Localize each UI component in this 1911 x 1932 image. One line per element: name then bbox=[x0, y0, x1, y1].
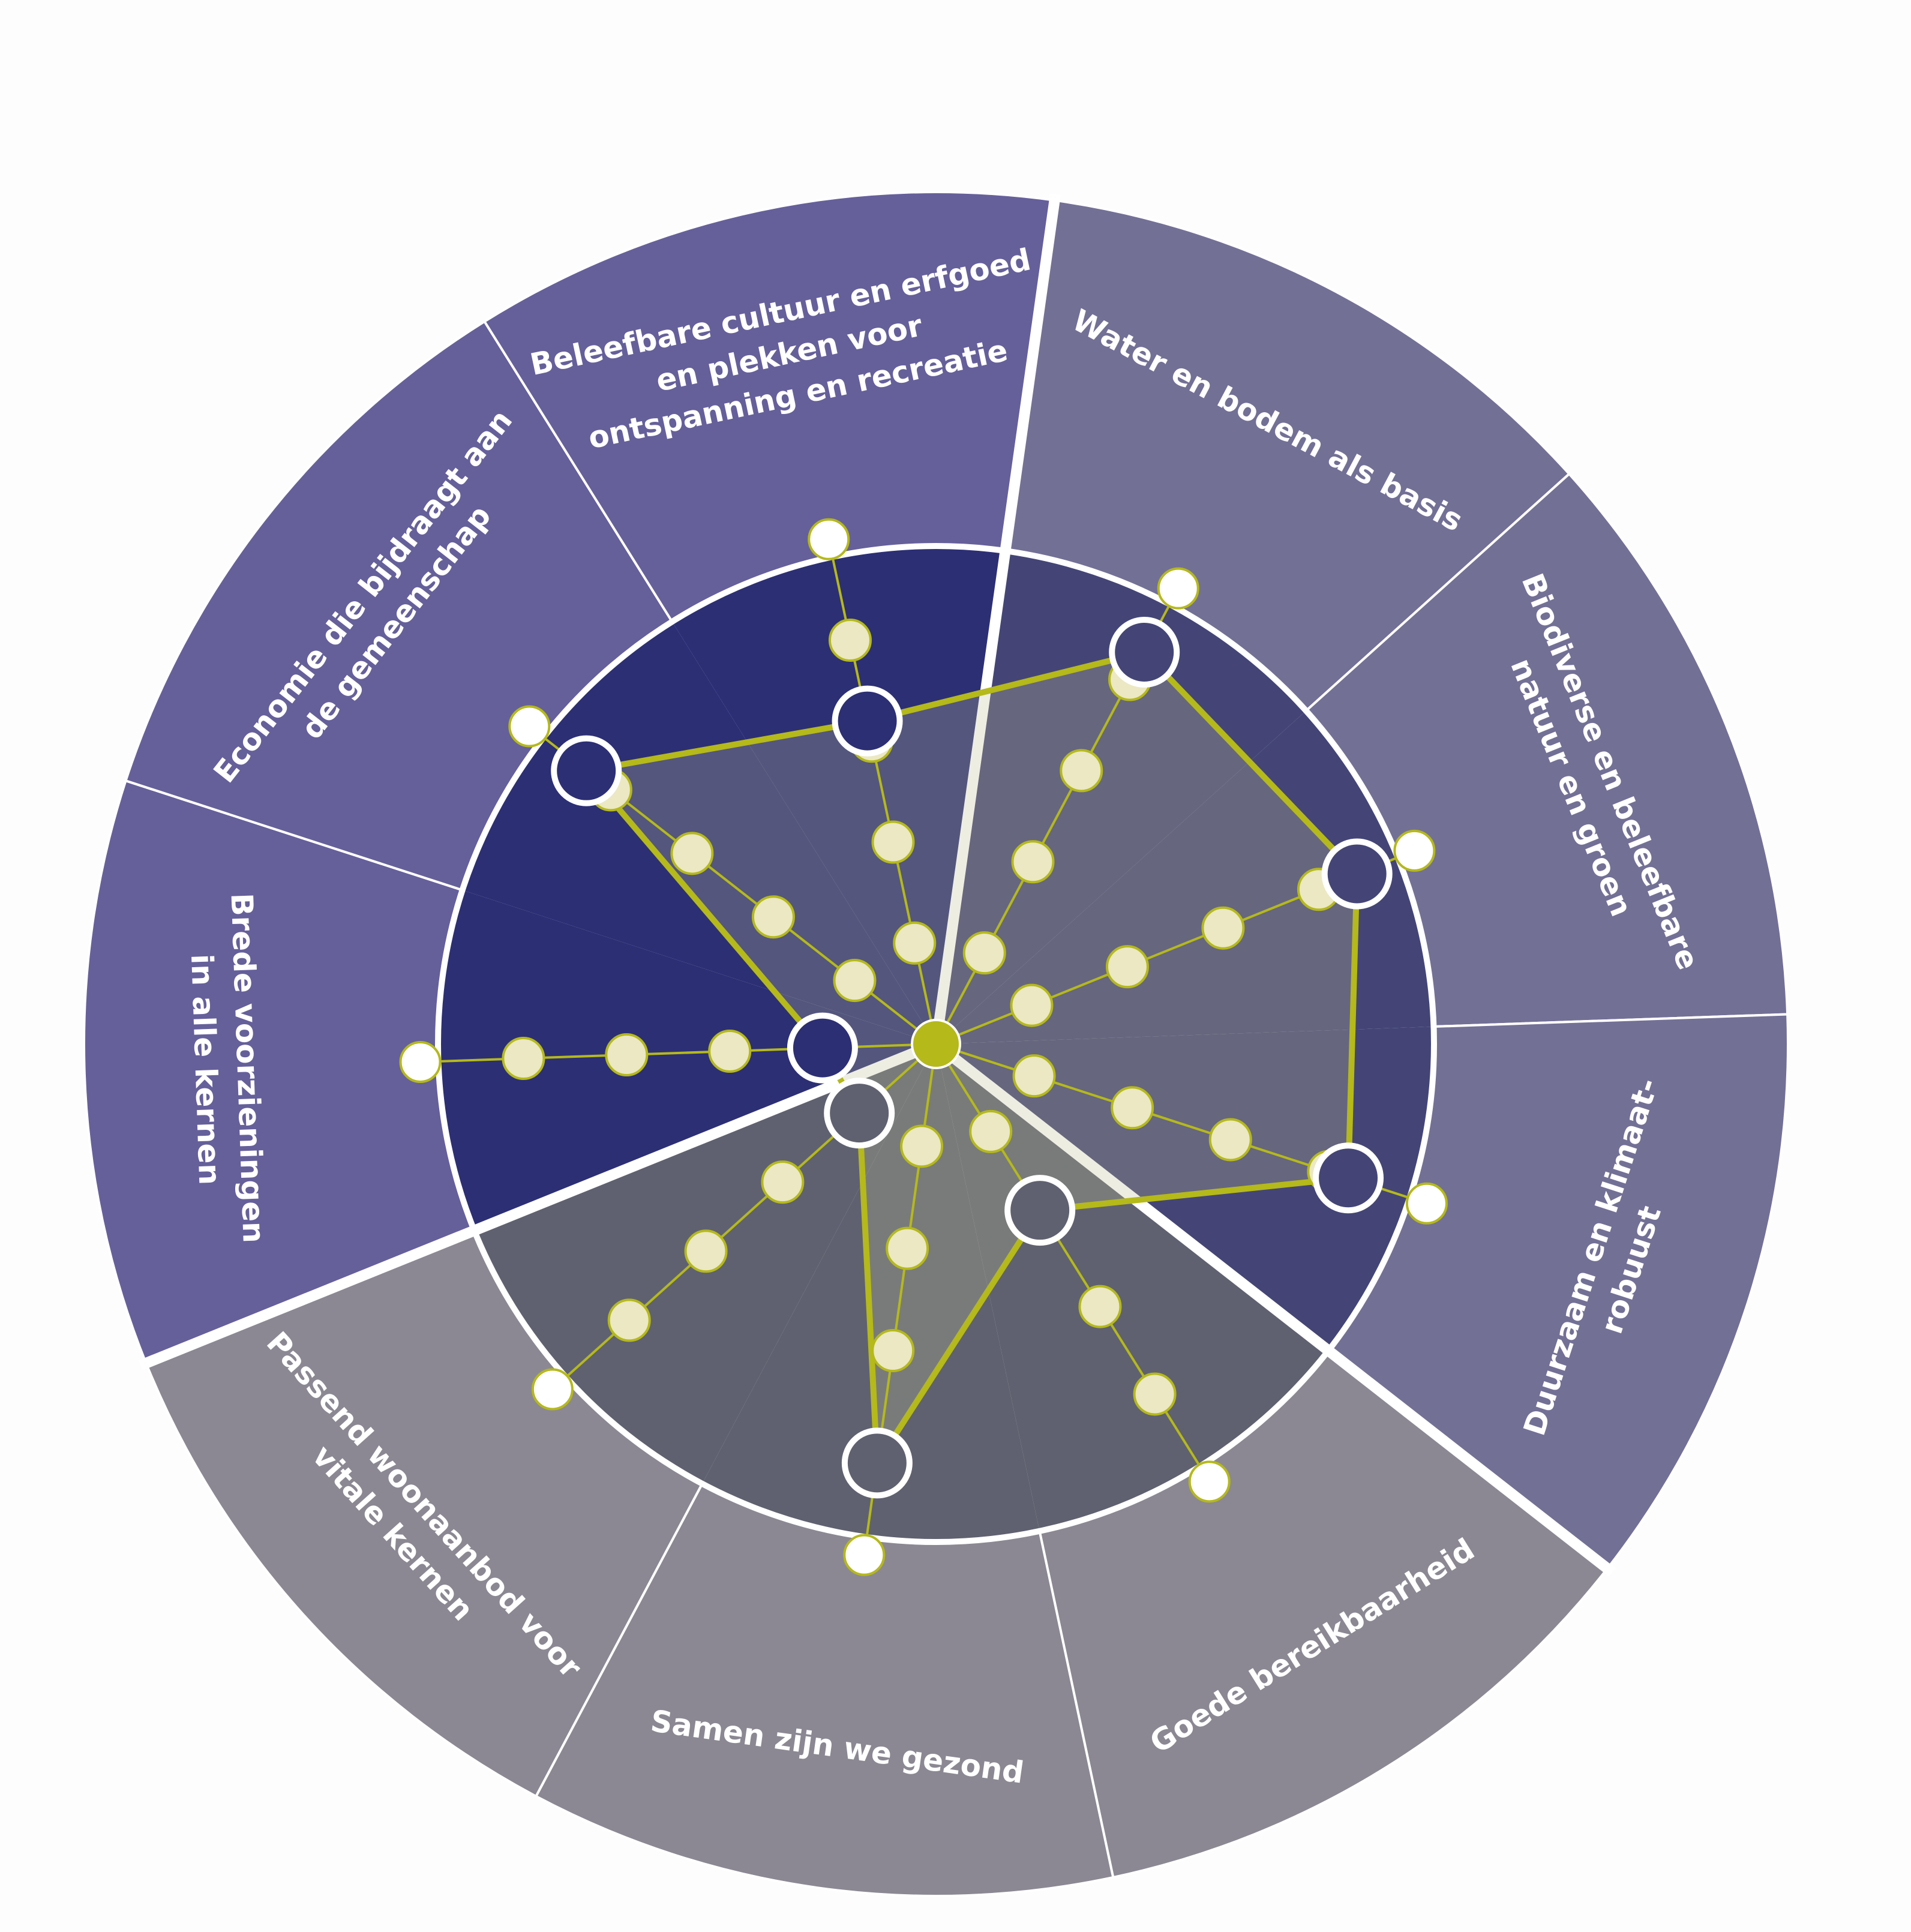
scale-dot-voorzieningen-3 bbox=[605, 1033, 649, 1077]
scale-dot-gezondheid-5 bbox=[843, 1534, 886, 1576]
scale-dot-water-3 bbox=[1060, 749, 1103, 793]
scale-dot-cultuur-4 bbox=[828, 619, 872, 662]
score-marker-water bbox=[1109, 616, 1180, 688]
score-marker-voorzieningen bbox=[787, 1012, 858, 1084]
scale-dot-voorzieningen-5 bbox=[399, 1041, 442, 1084]
outer-theme-ring bbox=[83, 191, 1789, 1897]
score-polygon bbox=[583, 649, 1360, 1466]
score-segment-biodiversiteit bbox=[936, 710, 1434, 1044]
scale-dot-cultuur-2 bbox=[871, 820, 915, 864]
score-polygon-layer bbox=[583, 649, 1360, 1466]
scale-dot-water-2 bbox=[1011, 840, 1055, 884]
theme-label-line: in alle kernen bbox=[184, 953, 227, 1186]
score-marker-cultuur bbox=[832, 685, 903, 757]
scale-dot-wonen-3 bbox=[684, 1229, 728, 1273]
score-segment-water bbox=[936, 551, 1306, 1044]
scale-dot-wonen-2 bbox=[761, 1160, 805, 1204]
scale-dot-economie-1 bbox=[833, 959, 877, 1003]
inner-score-disc bbox=[138, 193, 1616, 1577]
scale-dot-klimaat-1 bbox=[1012, 1054, 1056, 1098]
scale-dot-water-5 bbox=[1157, 567, 1199, 610]
spoke-layer bbox=[399, 518, 1448, 1576]
scale-dot-economie-5 bbox=[508, 705, 551, 748]
score-marker-economie bbox=[551, 735, 622, 806]
scale-dot-gezondheid-2 bbox=[886, 1226, 929, 1270]
scale-dot-bereikbaarheid-5 bbox=[1188, 1460, 1231, 1503]
score-marker-gezondheid bbox=[841, 1427, 913, 1499]
score-marker-klimaat bbox=[1313, 1142, 1384, 1214]
score-marker-bereikbaarheid bbox=[1004, 1175, 1076, 1246]
score-segment-cultuur bbox=[672, 546, 1006, 1044]
score-marker-wonen bbox=[824, 1078, 895, 1149]
score-segment-voorzieningen bbox=[438, 890, 936, 1231]
scale-dot-gezondheid-3 bbox=[871, 1328, 915, 1372]
group-divider bbox=[931, 193, 1061, 1045]
scale-dot-klimaat-5 bbox=[1405, 1182, 1448, 1225]
scale-dot-bereikbaarheid-4 bbox=[1133, 1372, 1177, 1416]
inner-disc-border bbox=[435, 543, 1437, 1545]
scale-dot-economie-2 bbox=[751, 895, 795, 939]
scale-dot-biodiversiteit-2 bbox=[1105, 945, 1149, 989]
scale-dot-wonen-5 bbox=[531, 1368, 574, 1411]
scale-dot-water-1 bbox=[962, 931, 1006, 975]
scale-dot-wonen-4 bbox=[607, 1298, 651, 1342]
scale-dot-biodiversiteit-1 bbox=[1010, 983, 1054, 1027]
scale-dot-biodiversiteit-5 bbox=[1393, 829, 1436, 872]
center-hub bbox=[911, 1019, 961, 1069]
scale-dot-economie-3 bbox=[670, 832, 714, 875]
scale-dot-klimaat-2 bbox=[1111, 1086, 1154, 1130]
scale-dot-bereikbaarheid-1 bbox=[969, 1109, 1013, 1153]
scale-dot-gezondheid-1 bbox=[900, 1124, 944, 1168]
scale-dot-cultuur-1 bbox=[893, 921, 937, 965]
score-marker-biodiversiteit bbox=[1321, 838, 1393, 910]
score-segment-klimaat bbox=[936, 1027, 1434, 1351]
group-divider bbox=[932, 1039, 1616, 1577]
group-divider bbox=[138, 1039, 938, 1371]
scale-dot-voorzieningen-2 bbox=[708, 1030, 752, 1073]
scale-dot-bereikbaarheid-3 bbox=[1078, 1285, 1122, 1328]
scale-dot-biodiversiteit-3 bbox=[1201, 906, 1245, 950]
score-segment-economie bbox=[462, 622, 936, 1044]
scale-dot-voorzieningen-4 bbox=[502, 1037, 545, 1081]
score-segment-bereikbaarheid bbox=[936, 1044, 1329, 1531]
scale-dot-klimaat-3 bbox=[1208, 1118, 1252, 1162]
scale-dot-cultuur-5 bbox=[808, 518, 850, 560]
